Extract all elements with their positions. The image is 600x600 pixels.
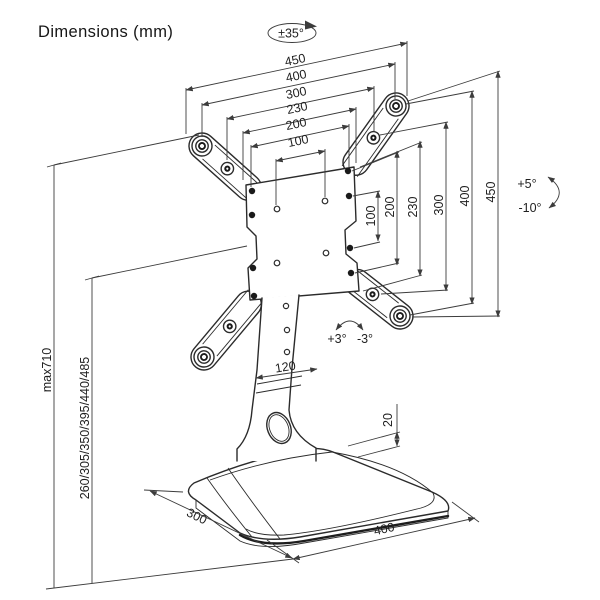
dim-right-400-label: 400 xyxy=(458,186,472,207)
rotate-annotation: +3° -3° xyxy=(327,320,373,346)
tilt-arrow xyxy=(547,176,560,209)
dim-right-100: 100 xyxy=(352,190,381,249)
rotate-neg-label: -3° xyxy=(357,332,373,346)
swivel-annotation: ±35° xyxy=(267,20,317,43)
dim-right-200-label: 200 xyxy=(383,197,397,218)
max-height-label: max710 xyxy=(40,348,54,393)
base-surface-curve xyxy=(209,451,434,494)
rotate-arrow xyxy=(335,320,364,331)
base xyxy=(187,447,450,548)
column-adjust-holes xyxy=(282,302,291,356)
page-title: Dimensions (mm) xyxy=(38,23,173,41)
dim-top-400-label: 400 xyxy=(285,67,308,85)
column-right-edge xyxy=(288,294,317,462)
dim-right-200: 200 xyxy=(351,150,400,274)
swivel-arrow xyxy=(267,23,317,43)
dim-top-100-label: 100 xyxy=(287,132,310,150)
dim-right-450-label: 450 xyxy=(484,182,498,203)
tilt-up-label: +5° xyxy=(517,177,536,191)
dim-right-100-label: 100 xyxy=(364,206,378,227)
dim-right-300-label: 300 xyxy=(432,195,446,216)
cable-hole xyxy=(266,411,292,445)
dim-right-230-label: 230 xyxy=(406,197,420,218)
arm-hole xyxy=(366,130,381,145)
height-options-label: 260/305/350/395/440/485 xyxy=(78,357,92,500)
dim-base-depth-label: 300 xyxy=(184,506,209,528)
swivel-arrowhead-icon xyxy=(305,20,317,30)
dim-column-width: 120 xyxy=(255,358,318,380)
tilt-down-label: -10° xyxy=(518,201,541,215)
arm-hole xyxy=(222,319,237,334)
ground-line xyxy=(45,558,294,590)
column-joint-line xyxy=(255,384,302,394)
adapter-arm-upper-right xyxy=(341,92,410,177)
swivel-label: ±35° xyxy=(278,27,304,41)
dim-right-230: 230 xyxy=(359,140,423,292)
dim-top-100: 100 xyxy=(275,132,326,205)
arm-hole xyxy=(220,161,235,176)
tilt-annotation: +5° -10° xyxy=(517,176,560,215)
column-left-edge xyxy=(236,297,263,462)
dim-base-thickness: 20 xyxy=(347,404,401,458)
dim-top-200: 200 xyxy=(250,115,350,187)
rotate-pos-label: +3° xyxy=(327,332,346,346)
dim-right-450: 450 xyxy=(407,70,501,318)
dim-base-width: 400 xyxy=(266,501,480,564)
dim-top-230-label: 230 xyxy=(286,99,309,117)
dim-height-options: 260/305/350/395/440/485 xyxy=(78,245,248,583)
dim-right-300: 300 xyxy=(379,121,449,295)
plate-mounting-holes xyxy=(248,167,355,300)
dim-top-200-label: 200 xyxy=(285,115,308,133)
dim-base-width-label: 400 xyxy=(372,520,396,538)
vesa-plate xyxy=(245,166,360,301)
dim-top-400: 400 xyxy=(201,62,396,137)
adapter-arm-upper-left xyxy=(188,132,263,202)
dim-right-400: 400 xyxy=(405,90,475,316)
dim-top-300-label: 300 xyxy=(285,84,308,102)
plate-vesa100-holes xyxy=(273,197,330,267)
dim-max-height: max710 xyxy=(40,134,200,588)
dim-column-width-label: 120 xyxy=(274,358,297,375)
adapter-arm-lower-right xyxy=(342,267,414,330)
arm-hole xyxy=(365,287,380,302)
dim-base-thickness-label: 20 xyxy=(381,413,395,427)
